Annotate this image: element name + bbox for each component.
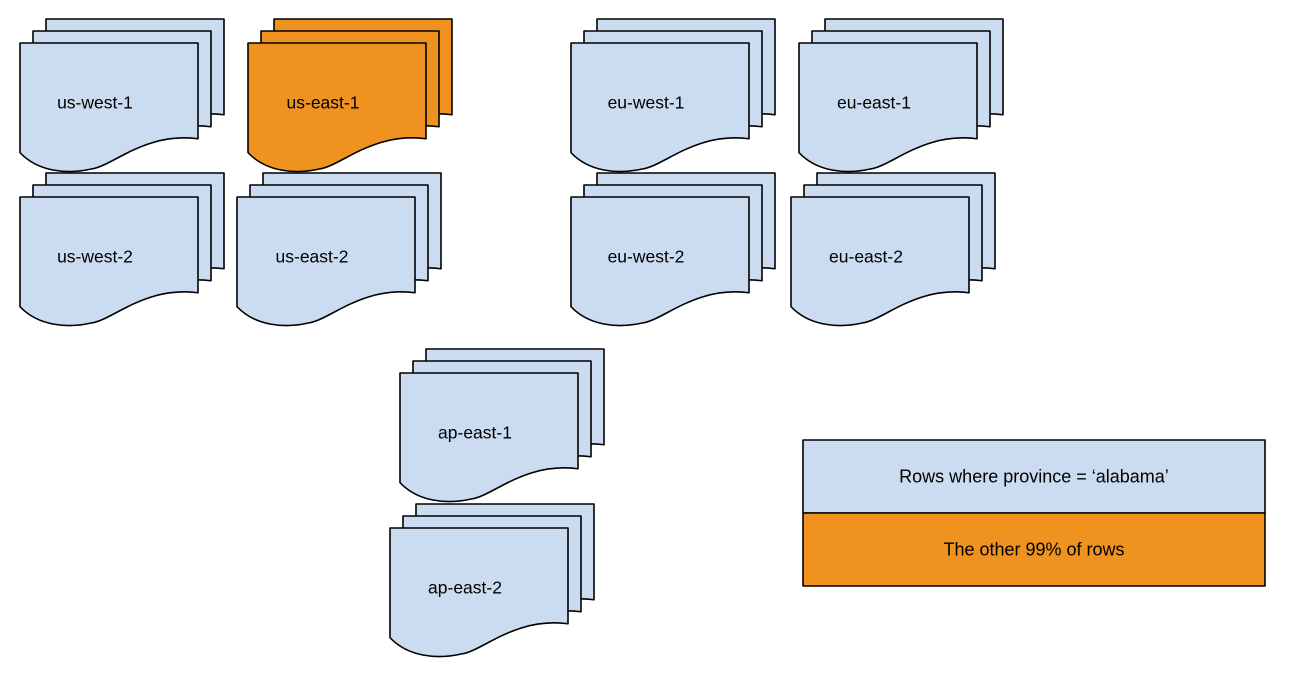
document-stack-ap-east-1[interactable]: ap-east-1 [399,348,605,503]
document-stack-label: ap-east-1 [438,423,512,443]
document-sheet-front[interactable] [570,42,750,173]
legend-row-alabama-swatch [802,439,1266,514]
document-stack-us-west-1[interactable]: us-west-1 [19,18,225,173]
document-stack-eu-east-2[interactable]: eu-east-2 [790,172,996,327]
document-stack-us-west-2[interactable]: us-west-2 [19,172,225,327]
document-stack-ap-east-2[interactable]: ap-east-2 [389,503,595,658]
document-stack-label: eu-east-1 [837,93,911,113]
document-sheet-front[interactable] [247,42,427,173]
document-sheet-front[interactable] [19,196,199,327]
document-stack-us-east-1[interactable]: us-east-1 [247,18,453,173]
document-stack-label: ap-east-2 [428,578,502,598]
document-stack-group-container: us-west-1 us-east-1 eu-west-1 eu-east-1 us-w… [19,18,1004,658]
document-stack-label: us-west-1 [57,93,133,113]
document-sheet-front[interactable] [570,196,750,327]
document-stack-label: us-east-1 [287,93,360,113]
document-stack-label: eu-west-2 [608,247,685,267]
document-sheet-front[interactable] [790,196,970,327]
legend-row-other-swatch [802,512,1266,587]
document-stack-label: eu-east-2 [829,247,903,267]
legend-row-other-label: The other 99% of rows [943,539,1124,559]
document-stack-label: us-west-2 [57,247,133,267]
document-stack-label: eu-west-1 [608,93,685,113]
document-sheet-front[interactable] [19,42,199,173]
document-stack-label: us-east-2 [276,247,349,267]
document-sheet-front[interactable] [798,42,978,173]
document-stack-us-east-2[interactable]: us-east-2 [236,172,442,327]
document-stack-eu-west-1[interactable]: eu-west-1 [570,18,776,173]
document-sheet-front[interactable] [399,372,579,503]
document-stack-eu-east-1[interactable]: eu-east-1 [798,18,1004,173]
document-stack-eu-west-2[interactable]: eu-west-2 [570,172,776,327]
legend: Rows where province = ‘alabama’ The other… [802,439,1266,587]
document-sheet-front[interactable] [236,196,416,327]
document-sheet-front[interactable] [389,527,569,658]
legend-row-alabama-label: Rows where province = ‘alabama’ [899,466,1169,486]
